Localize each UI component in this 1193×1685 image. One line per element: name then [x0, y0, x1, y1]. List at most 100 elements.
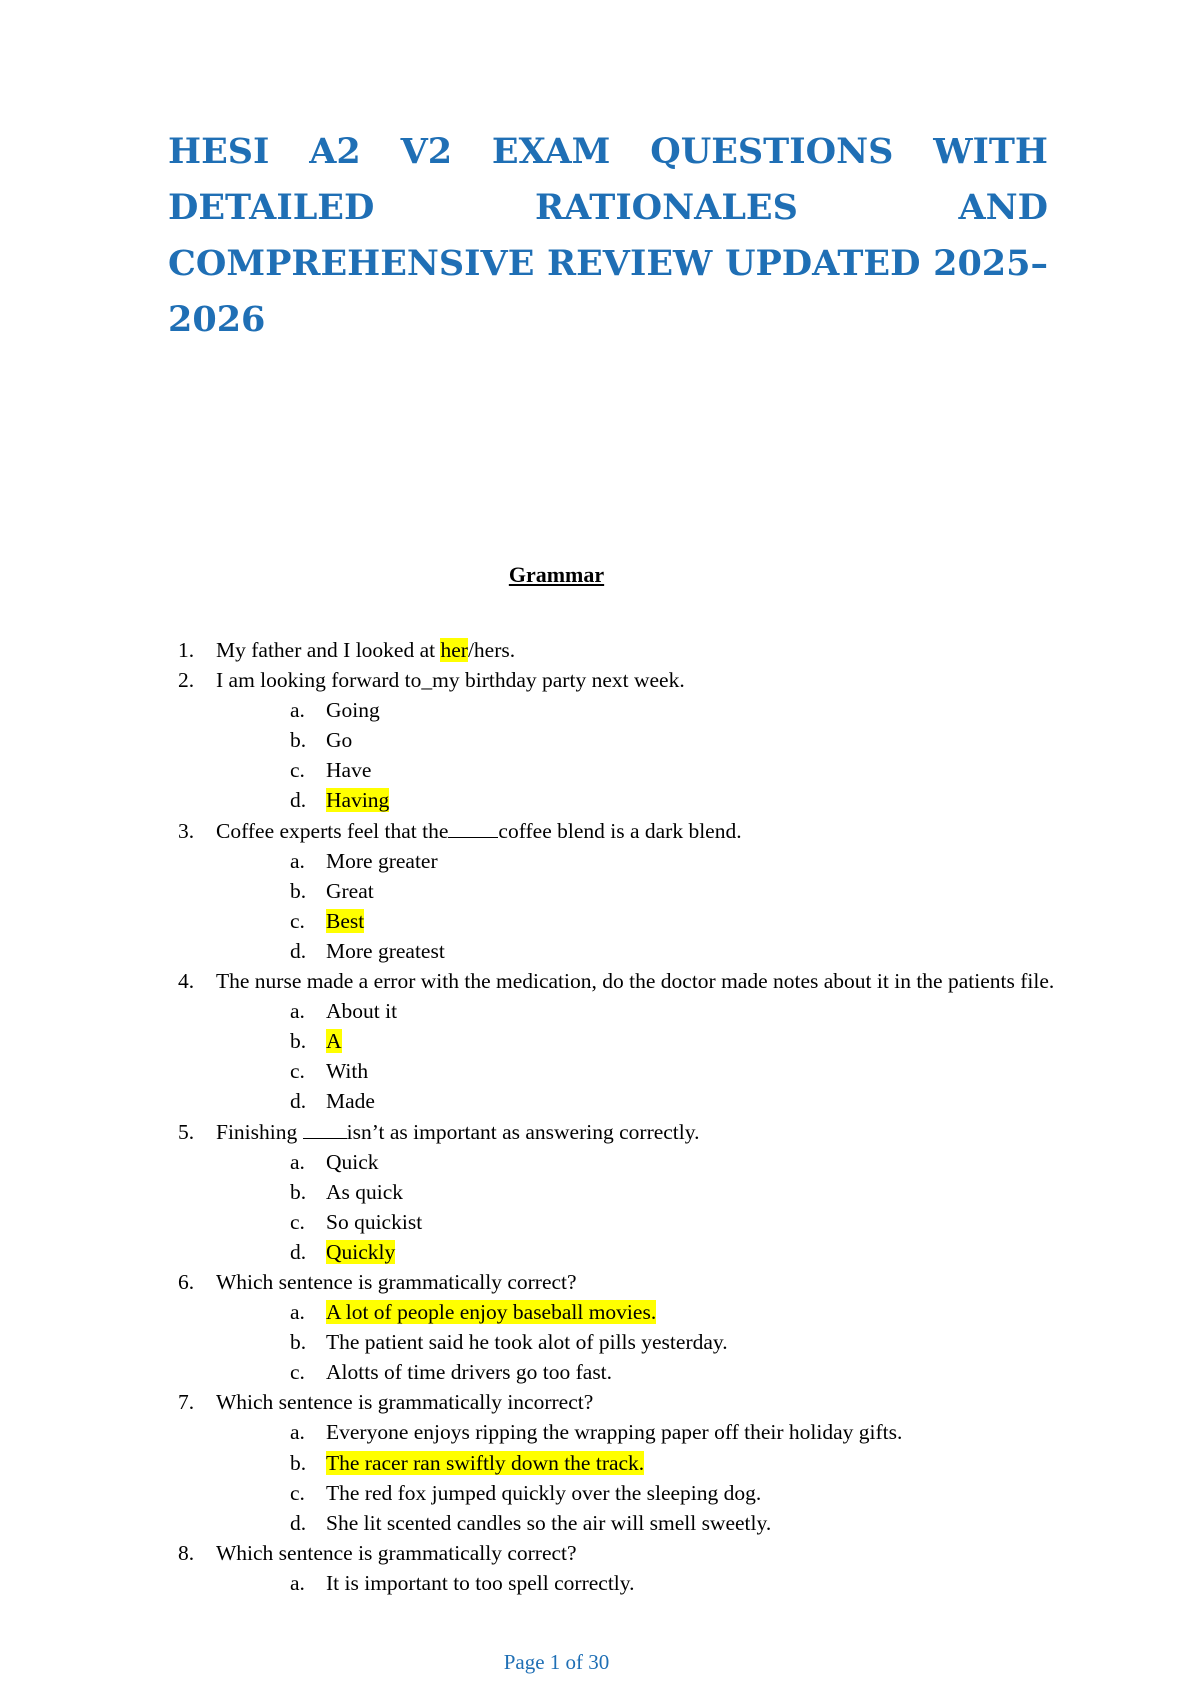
option-item: c. The red fox jumped quickly over the sl… — [216, 1478, 1058, 1508]
option-list: a. Going b. Go c.Have d.Having — [216, 695, 1058, 815]
option-text: Alotts of time drivers go too fast. — [326, 1360, 613, 1385]
option-letter: d. — [290, 1510, 307, 1535]
option-list: a. It is important to too spell correctly… — [216, 1568, 1058, 1598]
option-text: The red fox jumped quickly over the slee… — [326, 1480, 762, 1505]
option-item: a. Going — [216, 695, 1058, 725]
option-letter: b. — [290, 1179, 307, 1204]
stem-text: isn’t as important as answering correctl… — [346, 1119, 700, 1144]
option-text: It is important to too spell correctly. — [326, 1570, 635, 1595]
question-number: 4. — [178, 969, 195, 994]
option-item: b. The patient said he took alot of pills… — [216, 1327, 1058, 1357]
option-text: Quick — [326, 1149, 379, 1174]
option-letter: c. — [290, 758, 305, 783]
option-letter: b. — [290, 1330, 307, 1355]
option-item: b. Great — [216, 876, 1058, 906]
option-text: About it — [326, 999, 398, 1024]
option-text: More greatest — [326, 938, 445, 963]
option-letter: c. — [290, 1209, 305, 1234]
stem-text: My father and I looked at — [216, 638, 441, 662]
page-footer: Page 1 of 30 — [503, 1650, 610, 1674]
document-title: HESI A2 V2 EXAM QUESTIONS WITH DETAILED … — [168, 131, 1048, 340]
highlighted-answer: her — [440, 638, 468, 662]
option-item: c. Best — [216, 906, 1058, 936]
option-letter: a. — [290, 1570, 305, 1595]
question-number: 5. — [178, 1119, 195, 1144]
question-number: 7. — [178, 1390, 195, 1415]
option-text: Going — [326, 698, 380, 723]
option-letter: c. — [290, 908, 305, 933]
option-letter: c. — [290, 1360, 305, 1385]
option-item: a. More greater — [216, 846, 1058, 876]
option-item: b. As quick — [216, 1177, 1058, 1207]
question-stem: I am looking forward to_my birthday part… — [216, 668, 685, 693]
option-letter: a. — [290, 848, 305, 873]
answer-blank — [448, 819, 499, 838]
option-item: d.Having — [216, 785, 1058, 815]
question-5: 5. Finishing isn’t as important as answe… — [178, 1117, 1058, 1267]
option-letter: c. — [290, 1480, 305, 1505]
question-stem: My father and I looked at her/hers. — [216, 638, 515, 662]
answer-blank — [302, 1120, 347, 1139]
option-text-correct: Having — [326, 788, 390, 813]
option-item: a.Everyone enjoys ripping the wrapping p… — [216, 1417, 1058, 1447]
question-number: 8. — [178, 1540, 195, 1565]
option-letter: d. — [290, 938, 307, 963]
option-item: d. Made — [216, 1086, 1058, 1116]
option-text: Go — [326, 728, 353, 753]
section-heading: Grammar — [508, 562, 605, 587]
option-text: Great — [326, 878, 374, 903]
question-list: 1. My father and I looked at her/hers. 2… — [178, 635, 1058, 1598]
option-item: b. Go — [216, 725, 1058, 755]
stem-text: /hers. — [467, 638, 516, 662]
stem-text: coffee blend is a dark blend. — [498, 818, 742, 843]
option-item: c.Have — [216, 755, 1058, 785]
option-text: The patient said he took alot of pills y… — [326, 1330, 728, 1355]
option-letter: b. — [290, 1450, 307, 1475]
option-text-correct: A lot of people enjoy baseball movies. — [326, 1300, 657, 1325]
question-stem: Which sentence is grammatically correct? — [216, 1540, 577, 1565]
option-letter: a. — [290, 999, 305, 1024]
option-list: a.About it b.A c.With d.Made — [216, 996, 1058, 1116]
option-letter: d. — [290, 1089, 307, 1114]
option-item: a. About it — [216, 996, 1058, 1026]
option-letter: b. — [290, 878, 307, 903]
question-number: 6. — [178, 1269, 195, 1294]
option-letter: b. — [290, 1029, 307, 1054]
option-text-correct: Quickly — [326, 1239, 396, 1264]
option-letter: a. — [290, 698, 305, 723]
question-stem: Finishing isn’t as important as answerin… — [216, 1120, 700, 1144]
option-list: a.Everyone enjoys ripping the wrapping p… — [216, 1417, 1058, 1537]
question-7: 7. Which sentence is grammatically incor… — [178, 1387, 1058, 1537]
option-text-correct: Best — [326, 908, 365, 933]
question-6: 6. Which sentence is grammatically corre… — [178, 1267, 1058, 1387]
question-stem: Which sentence is grammatically correct? — [216, 1269, 577, 1294]
question-number: 3. — [178, 818, 195, 843]
option-item: a.A lot of people enjoy baseball movies. — [216, 1297, 1058, 1327]
option-text: Made — [326, 1089, 375, 1114]
question-number: 2. — [178, 668, 195, 693]
option-text: As quick — [326, 1179, 404, 1204]
option-letter: a. — [290, 1420, 305, 1445]
option-text: More greater — [326, 848, 438, 873]
option-letter: a. — [290, 1149, 305, 1174]
question-number: 1. — [178, 638, 195, 662]
question-2: 2. I am looking forward to_my birthday p… — [178, 665, 1058, 815]
stem-text: Finishing — [216, 1119, 303, 1144]
option-item: a. It is important to too spell correctly… — [216, 1568, 1058, 1598]
option-item: d.She lit scented candles so the air wil… — [216, 1508, 1058, 1538]
option-letter: b. — [290, 728, 307, 753]
option-item: d.Quickly — [216, 1237, 1058, 1267]
option-list: a. More greater b. Great c. Best d. More gre… — [216, 846, 1058, 966]
option-text-correct: A — [326, 1029, 342, 1054]
option-text: So quickist — [326, 1209, 423, 1234]
option-item: b.The racer ran swiftly down the track. — [216, 1448, 1058, 1478]
option-text: With — [326, 1059, 369, 1084]
option-item: a. Quick — [216, 1147, 1058, 1177]
question-8: 8. Which sentence is grammatically corre… — [178, 1538, 1058, 1598]
option-list: a. Quick b. As quick c. So quickist d.Quick… — [216, 1147, 1058, 1267]
option-item: c. So quickist — [216, 1207, 1058, 1237]
option-list: a.A lot of people enjoy baseball movies.… — [216, 1297, 1058, 1387]
